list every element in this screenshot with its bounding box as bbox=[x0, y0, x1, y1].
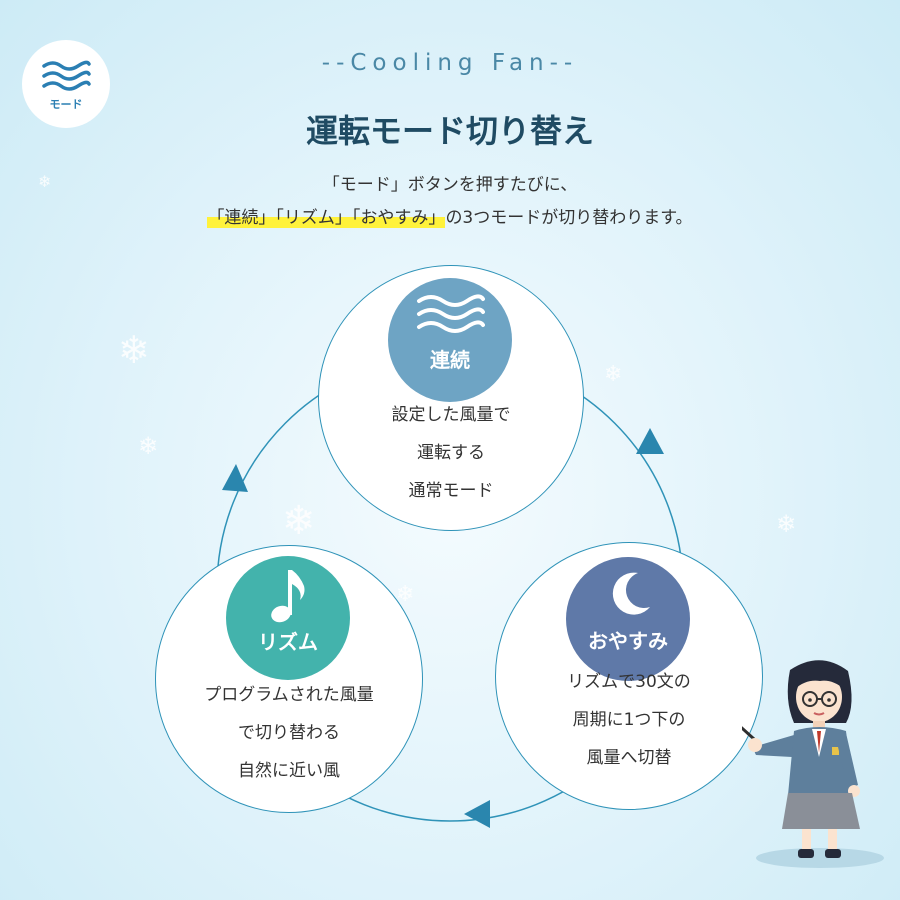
waves-icon bbox=[417, 294, 485, 333]
intro-line-1: 「モード」ボタンを押すたびに、 bbox=[322, 175, 578, 195]
mode-badge: モード bbox=[22, 40, 110, 128]
desc-line: 風量へ切替 bbox=[586, 748, 672, 768]
snowflake-icon: ❄ bbox=[396, 582, 415, 607]
waves-icon bbox=[42, 60, 91, 91]
desc-line: プログラムされた風量 bbox=[204, 685, 374, 705]
mode-icon-sleep: おやすみ bbox=[566, 557, 690, 681]
mode-desc-sleep: リズムで30文の 周期に1つ下の 風量へ切替 bbox=[495, 663, 763, 777]
desc-line: で切り替わる bbox=[238, 723, 340, 743]
mode-icon-rhythm: リズム bbox=[226, 556, 350, 680]
arrow-right-icon bbox=[636, 428, 664, 454]
moon-icon bbox=[612, 572, 650, 615]
mode-desc-continuous: 設定した風量で 運転する 通常モード bbox=[318, 396, 584, 510]
page-title: 運転モード切り替え bbox=[305, 112, 594, 150]
page-subtitle: --Cooling Fan-- bbox=[321, 50, 579, 76]
mode-desc-rhythm: プログラムされた風量 で切り替わる 自然に近い風 bbox=[155, 676, 423, 790]
snowflake-icon: ❄ bbox=[38, 172, 52, 191]
desc-line: 通常モード bbox=[408, 481, 494, 501]
teacher-illustration bbox=[742, 660, 884, 868]
desc-line: 周期に1つ下の bbox=[572, 710, 686, 730]
snowflake-icon: ❄ bbox=[282, 498, 316, 544]
mode-label-continuous: 連続 bbox=[430, 348, 470, 372]
mode-label-rhythm: リズム bbox=[258, 630, 318, 654]
arrow-bottom-icon bbox=[464, 800, 490, 828]
mode-icon-continuous: 連続 bbox=[388, 278, 512, 402]
mode-label-sleep: おやすみ bbox=[588, 629, 668, 653]
intro-line-2-rest: の3つモードが切り替わります。 bbox=[445, 208, 693, 228]
mode-list-highlight: 「連続」「リズム」「おやすみ」 bbox=[207, 208, 446, 228]
snowflake-icon: ❄ bbox=[776, 510, 797, 538]
desc-line: 設定した風量で bbox=[391, 405, 511, 425]
arrow-left-icon bbox=[222, 464, 248, 492]
badge-label: モード bbox=[49, 98, 83, 111]
music-note-icon bbox=[271, 570, 305, 623]
snowflake-icon: ❄ bbox=[604, 362, 623, 387]
snowflake-icon: ❄ bbox=[118, 328, 150, 372]
desc-line: 自然に近い風 bbox=[238, 761, 340, 781]
desc-line: 運転する bbox=[417, 443, 485, 463]
snowflake-icon: ❄ bbox=[138, 432, 159, 460]
desc-line: リズムで30文の bbox=[567, 672, 691, 692]
intro-line-2: 「連続」「リズム」「おやすみ」の3つモードが切り替わります。 bbox=[0, 203, 900, 228]
